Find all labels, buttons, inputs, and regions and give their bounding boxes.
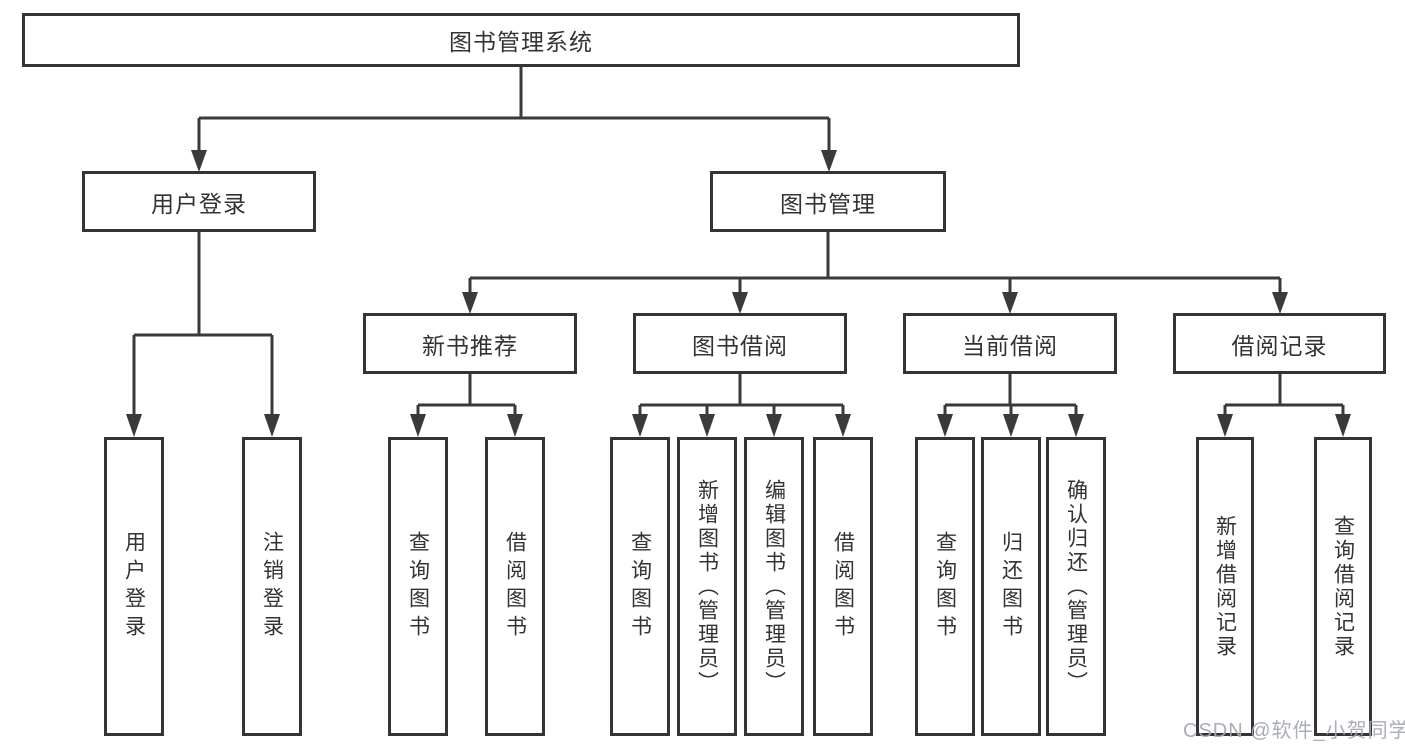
node-library-management-system: 图书管理系统 bbox=[22, 13, 1020, 67]
csdn-watermark: CSDN @软件_小贺同学 bbox=[1183, 720, 1405, 742]
node-leaf-user-login: 用户登录 bbox=[104, 437, 164, 736]
node-leaf-edit-books-admin: 编辑图书（管理员） bbox=[744, 437, 804, 736]
node-current-borrow: 当前借阅 bbox=[903, 313, 1117, 374]
node-leaf-confirm-return-admin: 确认归还（管理员） bbox=[1046, 437, 1106, 736]
node-leaf-query-books-recommend: 查询图书 bbox=[388, 437, 448, 736]
node-user-login: 用户登录 bbox=[82, 171, 316, 232]
node-leaf-add-borrow-record: 新增借阅记录 bbox=[1196, 437, 1254, 736]
node-leaf-return-books: 归还图书 bbox=[981, 437, 1041, 736]
node-new-book-recommend: 新书推荐 bbox=[363, 313, 577, 374]
node-leaf-borrow-books: 借阅图书 bbox=[813, 437, 873, 736]
node-book-borrow: 图书借阅 bbox=[633, 313, 847, 374]
node-borrow-records: 借阅记录 bbox=[1173, 313, 1386, 374]
node-book-management: 图书管理 bbox=[710, 171, 946, 232]
node-leaf-add-books-admin: 新增图书（管理员） bbox=[677, 437, 737, 736]
node-leaf-query-borrow-record: 查询借阅记录 bbox=[1314, 437, 1372, 736]
node-leaf-query-books-current: 查询图书 bbox=[915, 437, 975, 736]
node-leaf-borrow-books-recommend: 借阅图书 bbox=[485, 437, 545, 736]
node-leaf-query-books-borrow: 查询图书 bbox=[610, 437, 670, 736]
node-leaf-logout: 注销登录 bbox=[242, 437, 302, 736]
